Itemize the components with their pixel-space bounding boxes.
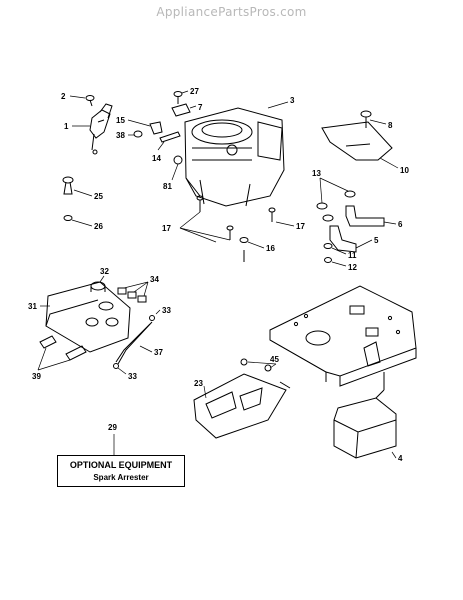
callout-4: 4 [398,454,403,463]
callout-17-right: 17 [296,222,305,231]
connectors-34-part [117,287,147,303]
callout-6: 6 [398,220,403,229]
callout-2: 2 [61,92,66,101]
callout-7: 7 [198,103,203,112]
callout-26: 26 [94,222,103,231]
callout-45: 45 [270,355,279,364]
bracket-23-part [193,358,291,439]
watermark: AppliancePartsPros.com [156,5,307,19]
optional-equipment-box: OPTIONAL EQUIPMENT Spark Arrester [57,455,185,487]
callout-27: 27 [190,87,199,96]
clip-33-upper-part [149,315,155,321]
washer-11-part [323,243,333,249]
callout-39: 39 [32,372,41,381]
callout-38: 38 [116,131,125,140]
engine-3-part [184,107,285,207]
callout-11: 11 [348,251,357,260]
callout-12: 12 [348,263,357,272]
bolt-8-part [360,110,372,128]
frame-plate-part [269,285,417,387]
throttle-control-part [89,103,113,155]
rod-37-part [115,321,153,365]
pads-39-part [39,335,87,361]
nut-12-part [324,257,332,263]
elbow-15-part [149,121,163,135]
callout-14: 14 [152,154,161,163]
callout-3: 3 [290,96,295,105]
screw-2-part [85,95,95,107]
callout-31: 31 [28,302,37,311]
knob-25-part [62,176,74,195]
fitting-38-part [133,130,143,138]
callout-5: 5 [374,236,379,245]
callout-32: 32 [100,267,109,276]
exhaust-pipe-6-part [345,205,385,227]
fitting-81-part [173,155,183,165]
bolts-17-part [196,195,276,240]
callout-1: 1 [64,122,69,131]
callout-81: 81 [163,182,172,191]
callout-33-upper: 33 [162,306,171,315]
callout-25: 25 [94,192,103,201]
clip-33-lower-part [113,363,119,369]
nut-26-part [63,215,73,221]
heat-shield-10-part [321,121,393,161]
callout-17-left: 17 [162,224,171,233]
muffler-4-part [333,372,397,459]
callout-33-lower: 33 [128,372,137,381]
callout-10: 10 [400,166,409,175]
spark-arrester-label: Spark Arrester [93,473,149,482]
optional-equipment-title: OPTIONAL EQUIPMENT [69,460,173,470]
callout-15: 15 [116,116,125,125]
washer-16-part [239,237,249,262]
callout-8: 8 [388,121,393,130]
cover-31-part [45,281,131,353]
bolt-27-part [173,91,183,104]
exhaust-pipe-5-part [329,225,357,253]
callout-13: 13 [312,169,321,178]
bracket-7-part [171,103,191,117]
callout-23: 23 [194,379,203,388]
callout-34: 34 [150,275,159,284]
callout-37: 37 [154,348,163,357]
fuel-line-14-part [159,131,181,143]
callout-16: 16 [266,244,275,253]
callout-29: 29 [108,423,117,432]
knob-32-part [90,281,106,292]
